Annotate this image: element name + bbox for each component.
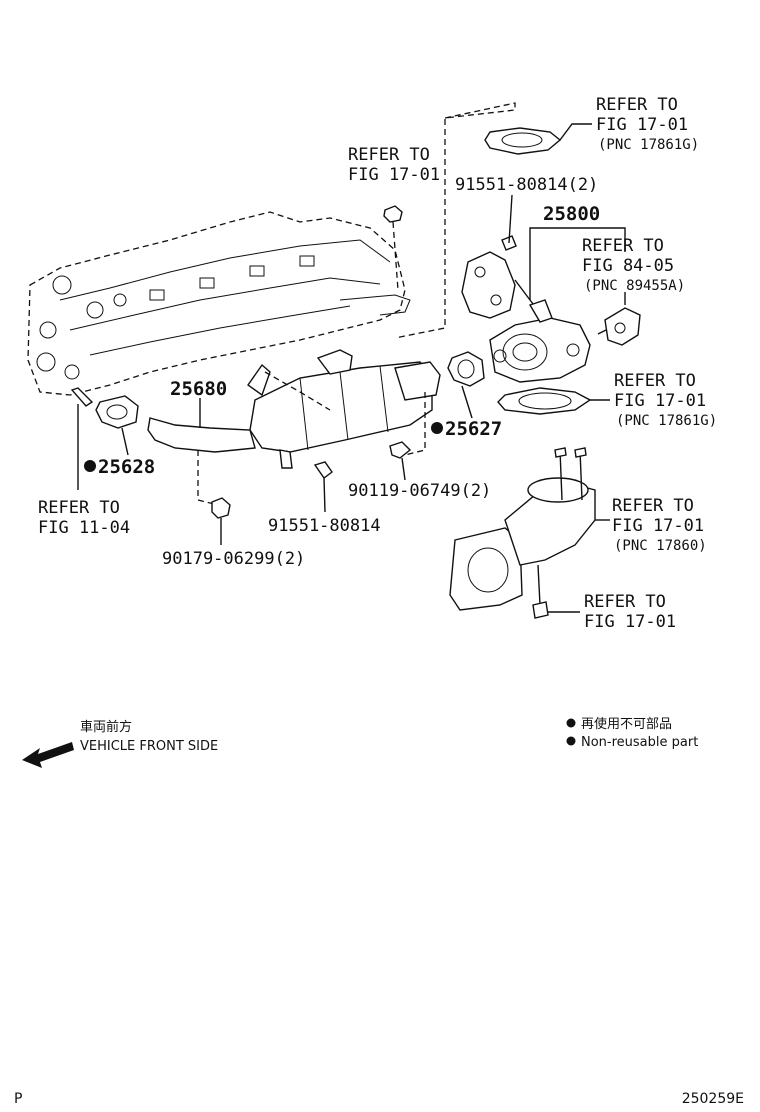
- label-fig-11: FIG 11-04: [38, 518, 130, 538]
- label-pnc-top-right: (PNC 17861G): [598, 137, 699, 153]
- legend-front-en: VEHICLE FRONT SIDE: [80, 739, 218, 754]
- dashed-leader-top: [394, 102, 516, 339]
- label-pnc-mid-right: (PNC 17861G): [616, 413, 717, 429]
- label-fig-17860: FIG 17-01: [612, 516, 704, 536]
- exhaust-pipe-17860: [449, 447, 596, 611]
- label-fig-bottom: FIG 17-01: [584, 612, 676, 632]
- label-refer-top-right: REFER TO: [596, 95, 678, 115]
- egr-valve-assembly: [461, 251, 591, 383]
- nut-top-middle: [383, 205, 403, 223]
- vehicle-front-legend: 車両前方 VEHICLE FRONT SIDE: [22, 719, 218, 768]
- label-refer-bottom: REFER TO: [584, 592, 666, 612]
- label-refer-mid-right: REFER TO: [614, 371, 696, 391]
- label-fig-84: FIG 84-05: [582, 256, 674, 276]
- legend-dot-icon: [566, 736, 576, 746]
- gasket-25627: [447, 351, 485, 387]
- label-bolt-90119: 90119-06749(2): [348, 481, 491, 501]
- stud-left: [70, 387, 94, 407]
- label-part-25680: 25680: [170, 378, 227, 400]
- nonreusable-dot-25627: [431, 422, 443, 434]
- gasket-25628: [95, 395, 139, 429]
- bolt-91551-80814-pair: [501, 194, 517, 251]
- gasket-middle-right: [497, 387, 592, 415]
- footer-code: 250259E: [682, 1091, 744, 1107]
- label-bolt-91551-pair: 91551-80814(2): [455, 175, 598, 195]
- legend-nonreuse-en: Non-reusable part: [581, 735, 698, 750]
- label-refer-top-mid: REFER TO: [348, 145, 430, 165]
- label-fig-mid-right: FIG 17-01: [614, 391, 706, 411]
- legend-dot-icon: [566, 718, 576, 728]
- label-part-25628: 25628: [98, 456, 155, 478]
- nonreusable-legend: 再使用不可部品 Non-reusable part: [566, 716, 698, 750]
- label-fig-top-right: FIG 17-01: [596, 115, 688, 135]
- label-part-25627: 25627: [445, 418, 502, 440]
- cylinder-head-reference: [27, 211, 411, 396]
- nonreusable-dot-25628: [84, 460, 96, 472]
- front-arrow-icon: [22, 742, 74, 768]
- label-pnc-17860: (PNC 17860): [614, 538, 707, 554]
- label-refer-84: REFER TO: [582, 236, 664, 256]
- footer-left: P: [14, 1091, 22, 1107]
- label-bolt-91551-single: 91551-80814: [268, 516, 381, 536]
- label-fig-top-mid: FIG 17-01: [348, 165, 440, 185]
- label-refer-17860: REFER TO: [612, 496, 694, 516]
- label-refer-11: REFER TO: [38, 498, 120, 518]
- bolt-long-bottom: [532, 564, 549, 619]
- bolt-90119-06749: [389, 441, 412, 459]
- gasket-top: [484, 127, 562, 155]
- egr-cooler: [147, 349, 441, 469]
- label-part-25800: 25800: [543, 203, 600, 225]
- legend-nonreuse-jp: 再使用不可部品: [581, 716, 672, 732]
- legend-front-jp: 車両前方: [80, 719, 132, 735]
- nut-90179-06299: [211, 497, 231, 519]
- label-pnc-89455a: (PNC 89455A): [584, 278, 685, 294]
- bolt-91551-80814-single: [313, 461, 333, 479]
- sensor-89455a: [597, 307, 641, 346]
- label-nut-90179: 90179-06299(2): [162, 549, 305, 569]
